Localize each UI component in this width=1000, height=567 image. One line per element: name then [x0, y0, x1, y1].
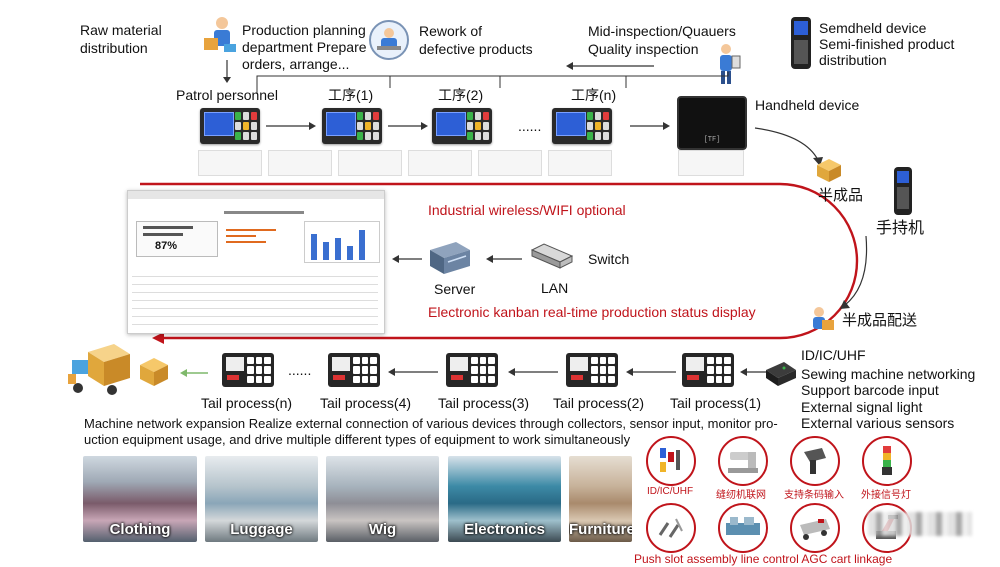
tablet-screen-label: [TF] — [703, 136, 721, 144]
tail-1-label: Tail process(1) — [670, 395, 762, 411]
bottom-caption: Push slot assembly line control AGC cart… — [634, 552, 893, 566]
delivery-truck-icon — [68, 344, 130, 395]
arrow-left-icon — [392, 255, 422, 263]
reflection — [678, 150, 744, 176]
expansion-line-2: uction equipment usage, and drive multip… — [84, 432, 631, 447]
raw-material-label: Raw material distribution — [80, 22, 162, 56]
arrow-right-icon — [266, 122, 316, 130]
rework-label: Rework of defective products — [419, 23, 533, 57]
industry-photo-clothing: Clothing — [83, 456, 197, 542]
planner-worker-icon — [204, 17, 236, 52]
feedback-connector — [256, 72, 729, 94]
terminal-tail-3 — [446, 353, 498, 387]
feature-barcode: Support barcode input — [801, 382, 939, 398]
lan-label: LAN — [541, 280, 569, 296]
server-icon — [430, 242, 470, 274]
arrow-right-icon — [388, 122, 428, 130]
reflection — [268, 150, 332, 176]
server-label: Server — [434, 281, 476, 297]
icon-label-barcode: 支持条码输入 — [784, 490, 844, 501]
terminal-patrol — [200, 108, 260, 144]
tail-n-label: Tail process(n) — [201, 395, 293, 411]
reflection — [338, 150, 402, 176]
handheld-terminal-icon — [894, 167, 912, 215]
arrow-left-icon — [740, 368, 766, 376]
icon-label-signal: 外接信号灯 — [861, 490, 911, 501]
semi-distribution-label: 半成品配送 — [842, 312, 918, 329]
icon-label-sewing: 缝纫机联网 — [716, 490, 766, 501]
rfid-circle-icon — [646, 436, 696, 486]
handheld-device-label: Handheld device — [755, 97, 860, 113]
arrow-left-icon — [180, 369, 208, 377]
handheld-cn-label: 手持机 — [876, 220, 925, 237]
terminal-tail-4 — [328, 353, 380, 387]
terminal-tail-2 — [566, 353, 618, 387]
industry-photo-wig: Wig — [326, 456, 439, 542]
handheld-scanner-icon — [791, 17, 811, 69]
terminal-tail-1 — [682, 353, 734, 387]
step-2-label: 工序(2) — [438, 87, 484, 103]
reflection — [548, 150, 612, 176]
terminal-step-2 — [432, 108, 492, 144]
switch-label: Switch — [588, 251, 630, 267]
terminal-step-1 — [322, 108, 382, 144]
collector-device-icon — [766, 362, 796, 386]
arrow-right-icon — [630, 122, 670, 130]
patrol-personnel-label: Patrol personnel — [176, 87, 278, 103]
arrow-down-icon — [223, 60, 231, 83]
feature-sensors: External various sensors — [801, 415, 955, 431]
tail-3-label: Tail process(3) — [438, 395, 530, 411]
feature-signal-light: External signal light — [801, 399, 923, 415]
semdheld-label: Semdheld device Semi-finished product di… — [819, 20, 955, 68]
terminal-step-n — [552, 108, 612, 144]
sewing-machine-circle-icon — [718, 436, 768, 486]
features-title: ID/IC/UHF — [801, 347, 866, 363]
feature-sewing: Sewing machine networking — [801, 366, 976, 382]
box-icon — [140, 358, 168, 386]
reflection — [198, 150, 262, 176]
tail-4-label: Tail process(4) — [320, 395, 412, 411]
assembly-line-circle-icon — [718, 503, 768, 553]
arrow-left-icon — [486, 255, 522, 263]
agv-cart-circle-icon — [790, 503, 840, 553]
tail-ellipsis: ...... — [288, 362, 312, 378]
arrow-left-icon — [626, 368, 676, 376]
reflection — [408, 150, 472, 176]
kanban-percent: 87% — [155, 240, 178, 252]
package-icon — [817, 159, 841, 182]
terminal-tail-n — [222, 353, 274, 387]
step-1-label: 工序(1) — [328, 87, 374, 103]
barcode-scanner-circle-icon — [790, 436, 840, 486]
reflection — [478, 150, 542, 176]
delivery-worker-icon — [813, 307, 834, 330]
kanban-screenshot: 87% — [127, 190, 385, 334]
arrow-left-icon — [388, 368, 438, 376]
wifi-label: Industrial wireless/WIFI optional — [428, 202, 626, 218]
step-ellipsis: ...... — [518, 118, 542, 134]
mid-inspection-label: Mid-inspection/Quauers Quality inspectio… — [588, 23, 736, 57]
signal-light-circle-icon — [862, 436, 912, 486]
semi-finished-label: 半成品 — [818, 187, 864, 204]
icon-label-rfid: ID/IC/UHF — [646, 486, 694, 497]
industry-photo-electronics: Electronics — [448, 456, 561, 542]
expansion-line-1: Machine network expansion Realize extern… — [84, 416, 778, 431]
industry-photo-luggage: Luggage — [205, 456, 318, 542]
rework-icon — [369, 20, 409, 60]
step-n-label: 工序(n) — [571, 87, 617, 103]
tail-2-label: Tail process(2) — [553, 395, 645, 411]
handheld-tablet: [TF] — [677, 96, 747, 150]
arrow-left-icon — [566, 62, 654, 70]
watermark — [868, 512, 972, 536]
production-planning-label: Production planning department Prepare o… — [242, 22, 367, 72]
industry-photo-furniture: Furniture — [569, 456, 632, 542]
arrow-left-icon — [508, 368, 558, 376]
sensor-circle-icon — [646, 503, 696, 553]
kanban-caption: Electronic kanban real-time production s… — [428, 304, 756, 320]
inspector-icon — [720, 44, 741, 84]
switch-icon — [530, 243, 574, 269]
